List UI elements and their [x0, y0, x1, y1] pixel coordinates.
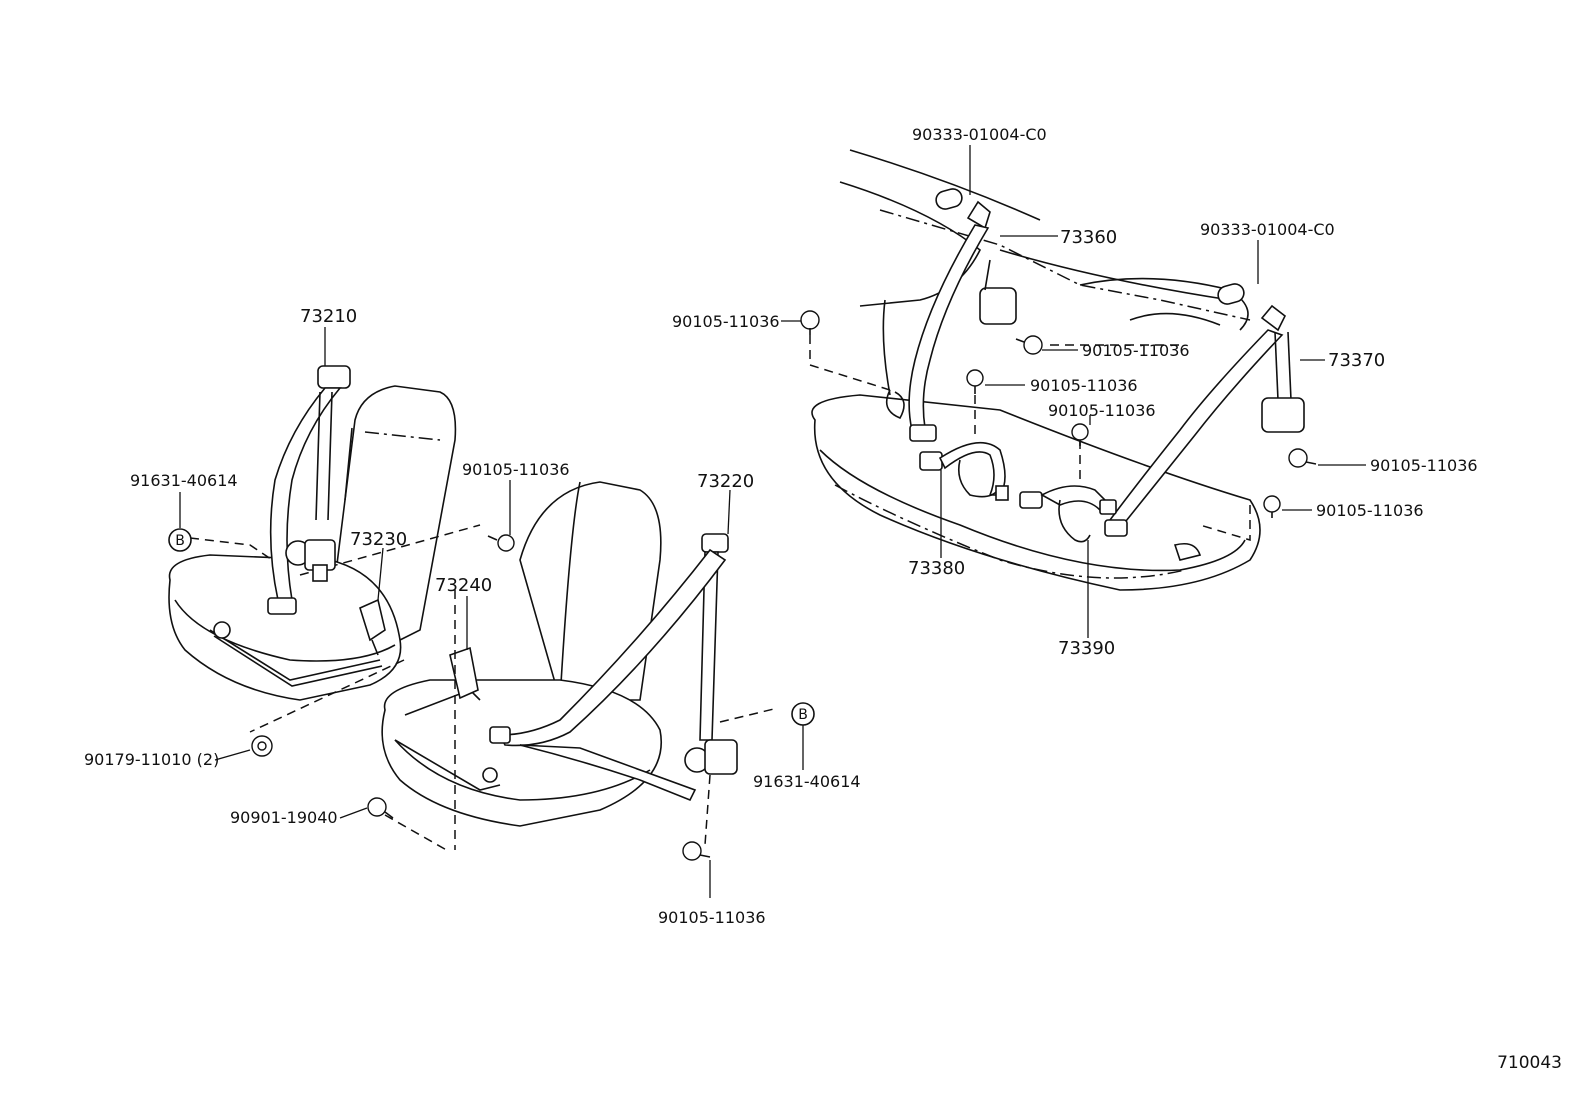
label-90901: 90901-19040: [230, 808, 338, 827]
front-seat-left: [168, 385, 481, 733]
callout-b-left: B: [168, 528, 192, 552]
label-90105-rear-left: 90105-11036: [672, 312, 780, 331]
label-90105-rear-mid2: 90105-11036: [1048, 401, 1156, 420]
bolt-icon: [251, 310, 1317, 861]
label-73370: 73370: [1328, 350, 1385, 371]
callout-b-right: B: [791, 702, 815, 726]
label-91631-left: 91631-40614: [130, 471, 238, 490]
leader-lines: [179, 145, 1366, 898]
label-90105-rear-right1: 90105-11036: [1370, 456, 1478, 475]
rear-seat: [809, 149, 1261, 591]
belt-73360: [885, 200, 1017, 442]
buckle-73380: [919, 441, 1009, 501]
label-73230: 73230: [350, 529, 407, 550]
label-91631-right: 91631-40614: [753, 772, 861, 791]
diagram-code: 710043: [1497, 1053, 1562, 1073]
belt-73220: [489, 533, 738, 846]
buckle-73230: [359, 598, 386, 656]
label-90179: 90179-11010 (2): [84, 750, 219, 769]
label-73220: 73220: [697, 471, 754, 492]
label-90105-rear-right2: 90105-11036: [1316, 501, 1424, 520]
belt-73210: [267, 365, 351, 615]
label-90105-front-bottom: 90105-11036: [658, 908, 766, 927]
label-90333-b: 90333-01004-C0: [1200, 220, 1335, 239]
label-90105-rear-mid: 90105-11036: [1030, 376, 1138, 395]
label-73360: 73360: [1060, 227, 1117, 248]
label-73240: 73240: [435, 575, 492, 596]
callout-b-left-text: B: [175, 533, 185, 549]
front-seat-right: [381, 481, 779, 853]
label-73380: 73380: [908, 558, 965, 579]
label-73210: 73210: [300, 306, 357, 327]
label-90105-front-left: 90105-11036: [462, 460, 570, 479]
buckle-73390: [1019, 485, 1117, 543]
part-labels: 73210 91631-40614 90105-11036 73230 7324…: [84, 125, 1478, 927]
belt-73370: [1104, 304, 1305, 537]
label-90333-a: 90333-01004-C0: [912, 125, 1047, 144]
callout-b-right-text: B: [798, 707, 808, 723]
label-90105-rear-retractor: 90105-11036: [1082, 341, 1190, 360]
label-73390: 73390: [1058, 638, 1115, 659]
